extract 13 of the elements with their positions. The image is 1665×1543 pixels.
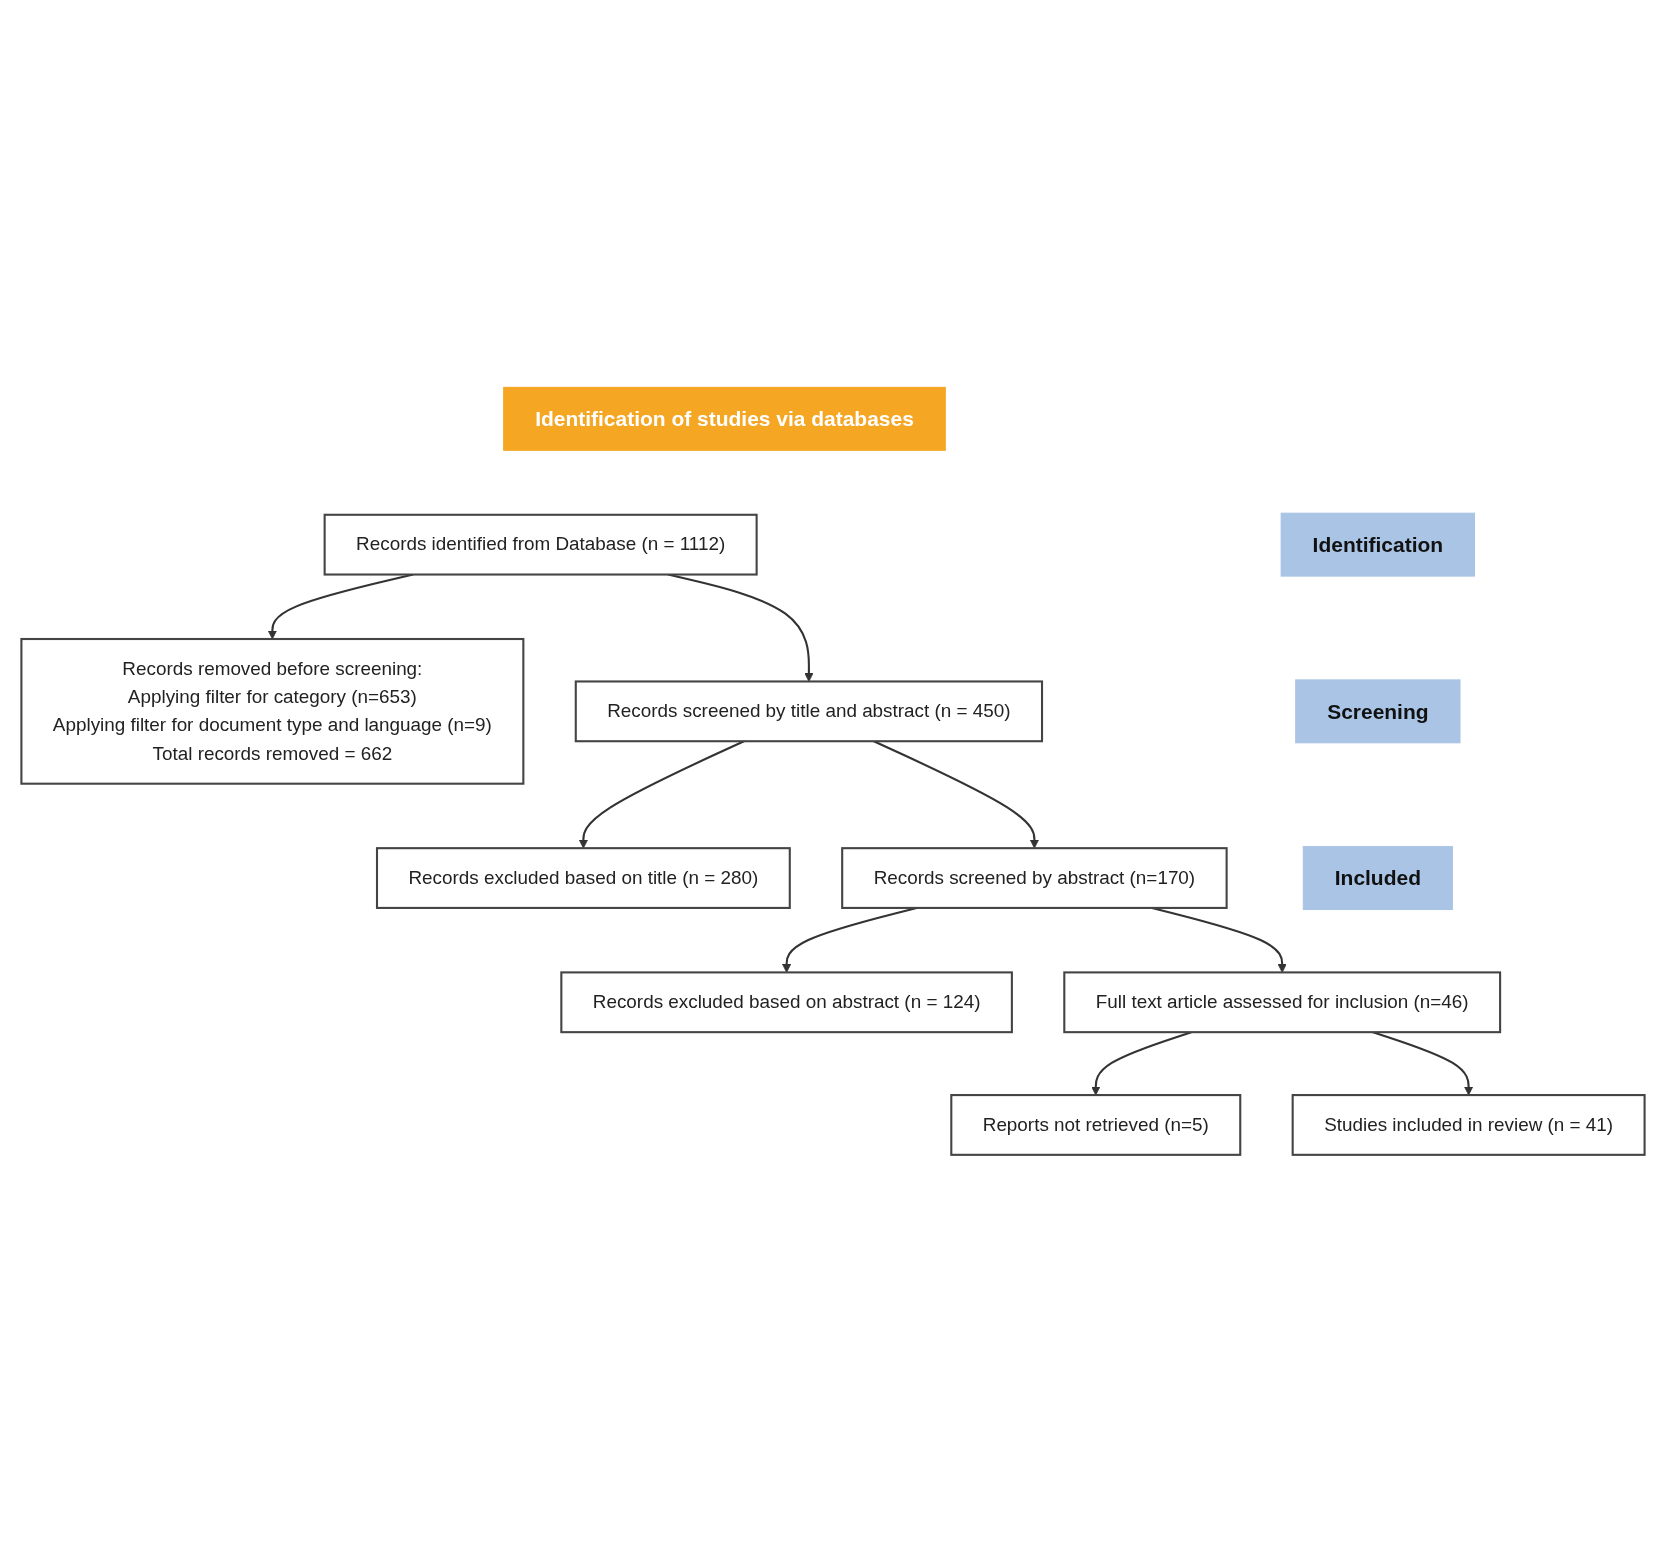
node-box: Full text article assessed for inclusion (n=46) [1062,971,1501,1034]
node-box: Records screened by abstract (n=170) [840,847,1228,910]
node-box: Studies included in review (n = 41) [1291,1094,1646,1157]
node-box: Included [1302,846,1453,911]
node-box: Records screened by title and abstract (n = 450) [574,680,1043,743]
node-box: Records removed before screening: Applying filter for category (n=653) Applying filter for document type and language (n=9) Total records removed = 662 [19,638,524,786]
node-box: Records excluded based on title (n = 280) [375,847,791,910]
node-box: Identification of studies via databases [502,387,946,452]
node-box: Identification [1280,513,1475,577]
node-box: Screening [1294,679,1460,744]
node-box: Reports not retrieved (n=5) [949,1094,1241,1157]
node-box: Records identified from Database (n = 1112) [323,514,758,576]
node-box: Records excluded based on abstract (n = 124) [559,971,1013,1034]
